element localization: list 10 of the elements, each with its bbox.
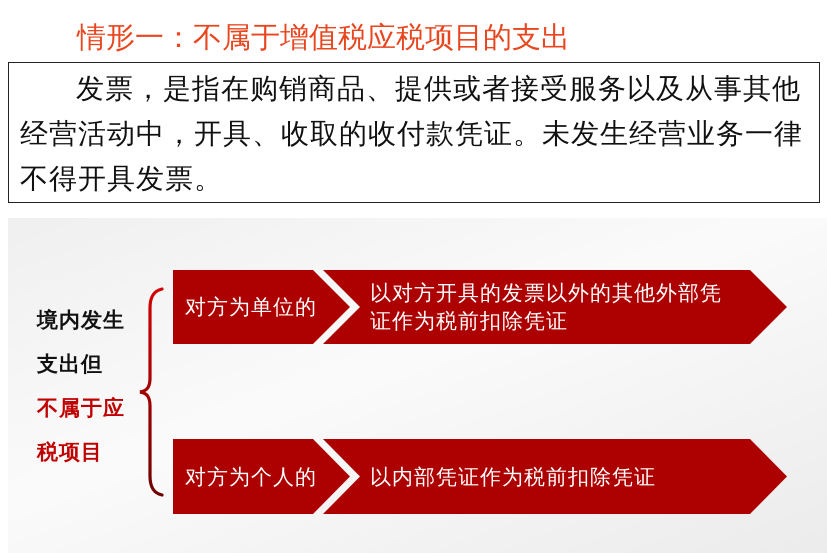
slide-title: 情形一：不属于增值税应税项目的支出 xyxy=(77,19,570,56)
step-text: 对方为单位的 xyxy=(185,294,318,321)
step-text: 以对方开具的发票以外的其他外部凭证作为税前扣除凭证 xyxy=(370,280,723,335)
chevron-shape xyxy=(173,270,350,344)
step-text: 对方为个人的 xyxy=(185,464,318,490)
side-note: 不属于应税项目 xyxy=(37,395,125,466)
side-note: 境内发生支出但 xyxy=(37,307,125,378)
definition-paragraph: 发票，是指在购销商品、提供或者接受服务以及从事其他经营活动中，开具、收取的收付款凭证。未发生经营业务一律不得开具发票。 xyxy=(20,71,804,197)
step-text: 以内部凭证作为税前扣除凭证 xyxy=(370,464,657,490)
chevron-shape xyxy=(173,439,350,514)
